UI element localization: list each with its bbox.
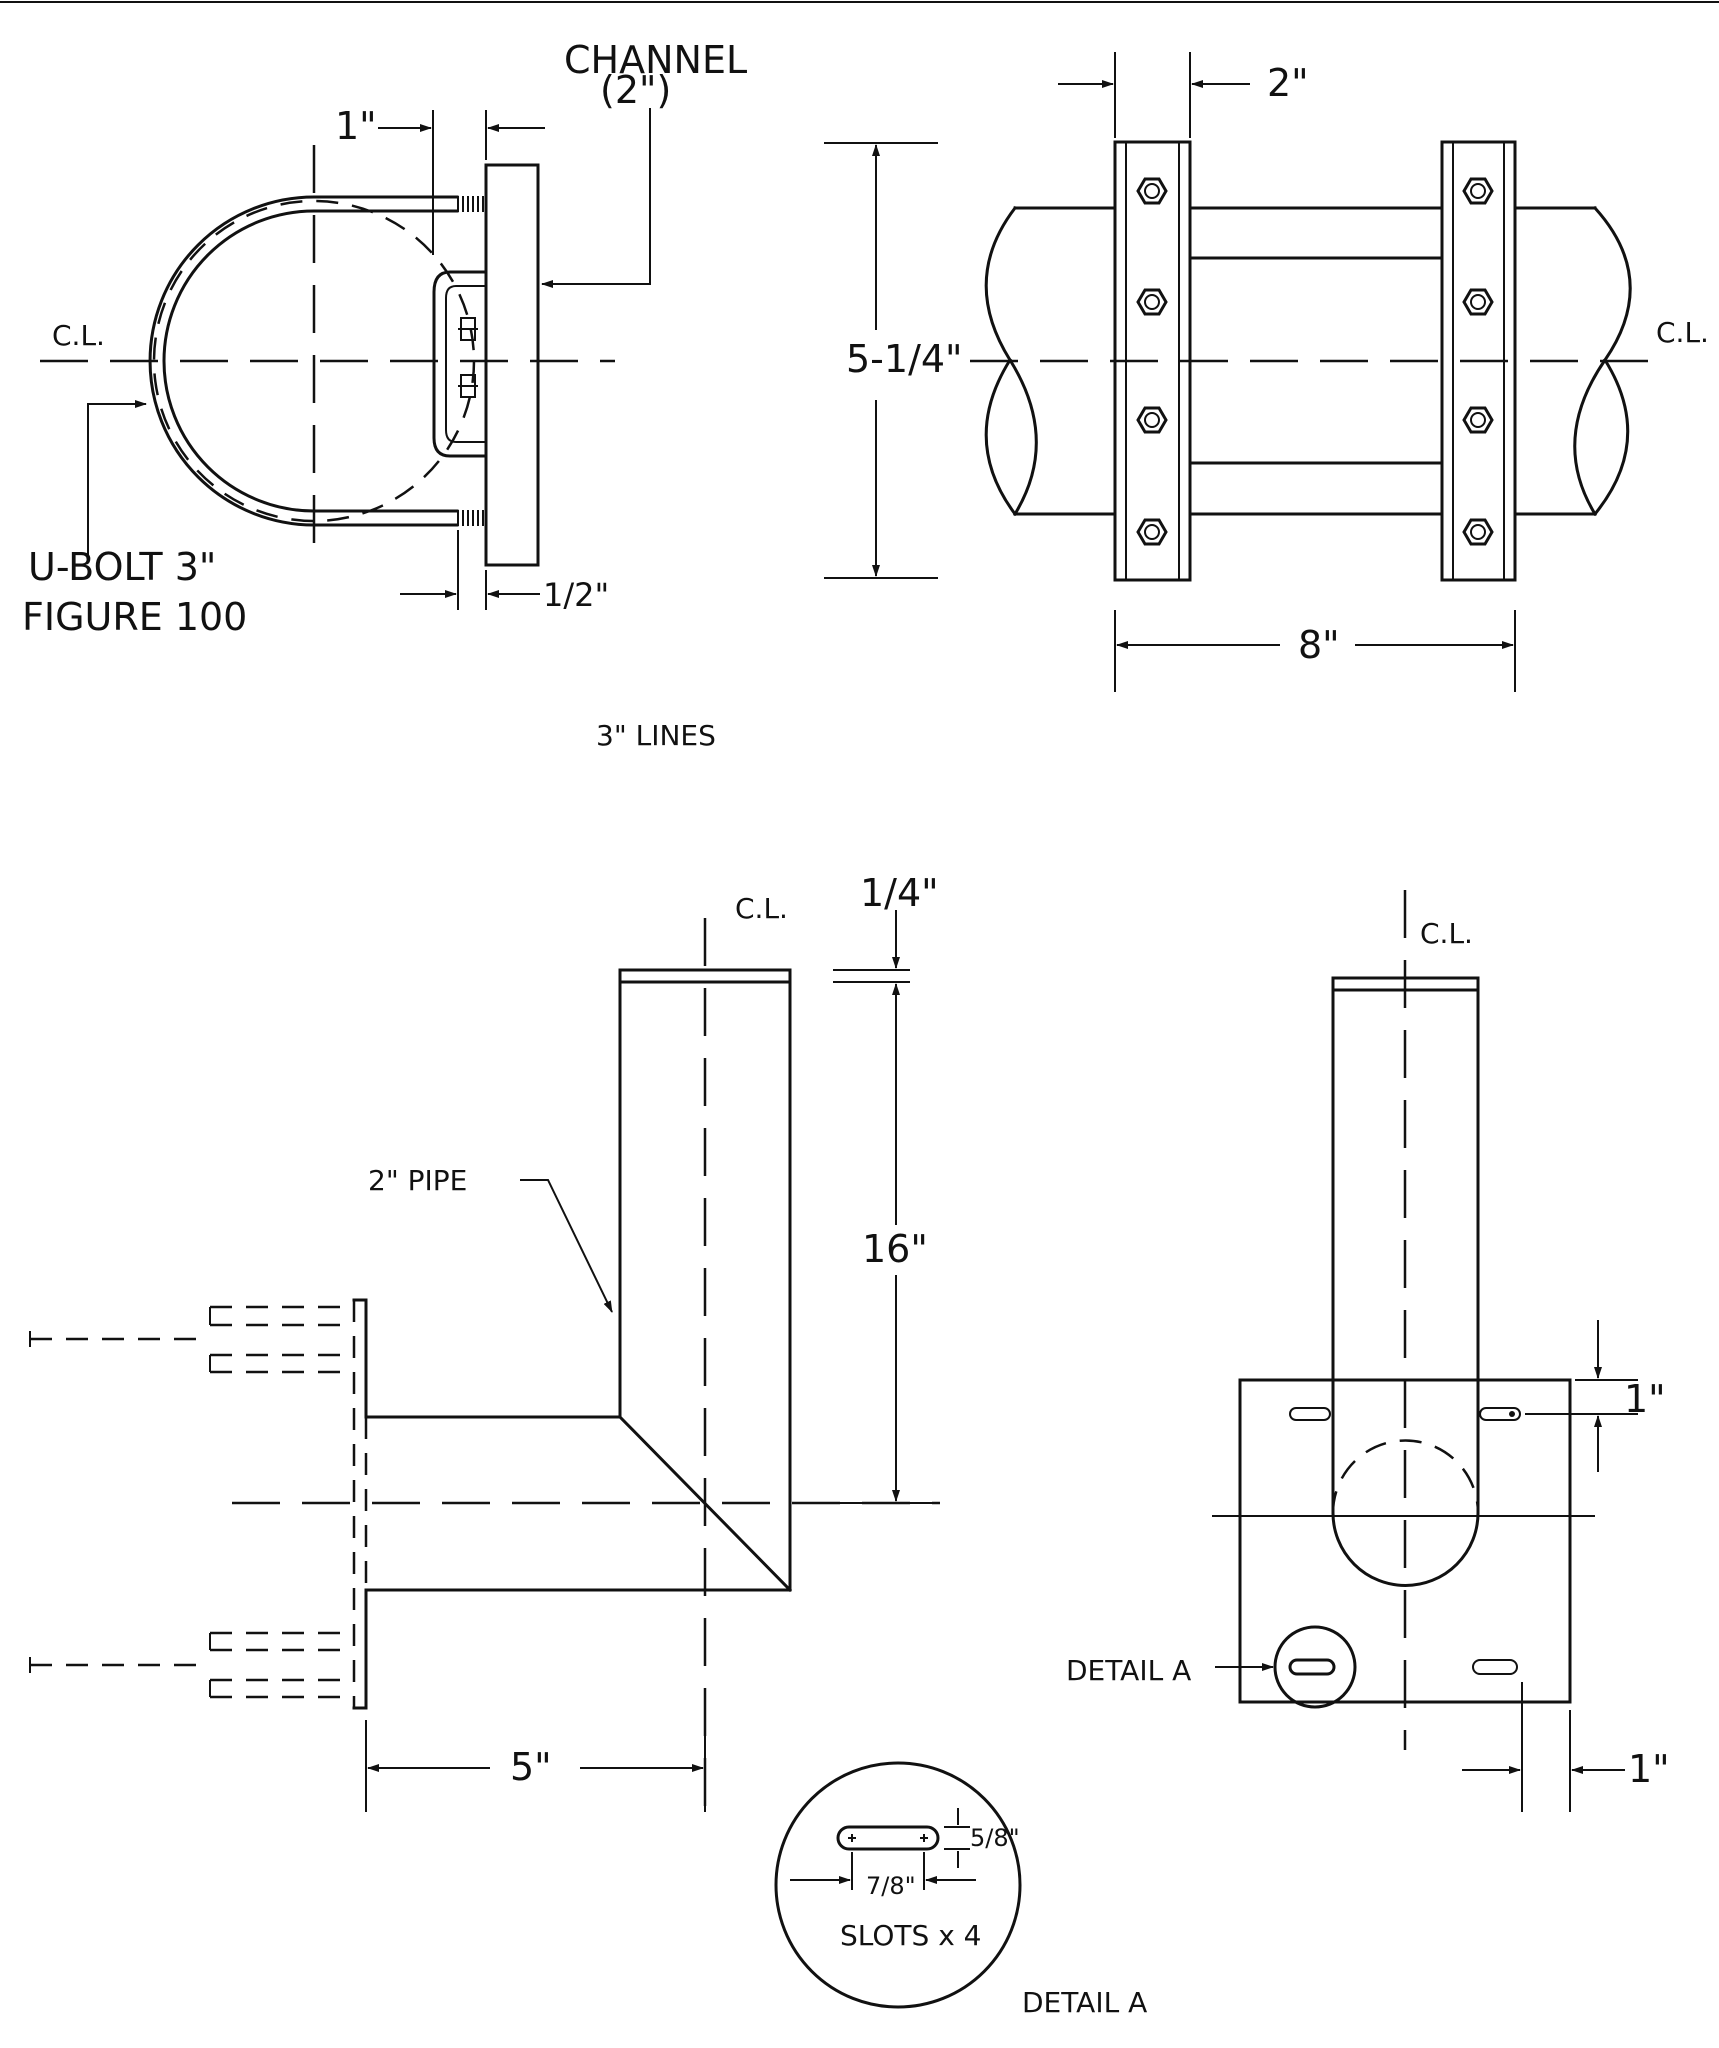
nuts-right — [1462, 177, 1494, 546]
slot-top-right — [1479, 1407, 1521, 1421]
dim-1in-bottom-label: 1" — [1628, 1747, 1670, 1791]
dim-8-label: 8" — [1298, 623, 1340, 667]
ubolt-leader — [87, 400, 147, 560]
channel-label: CHANNEL — [564, 38, 747, 82]
slot-top-left — [1289, 1407, 1331, 1421]
hidden-bolts-top — [29, 1305, 350, 1374]
detail-slot — [836, 1825, 940, 1851]
dim-7-8-label: 7/8" — [866, 1872, 916, 1900]
dim-5-8-label: 5/8" — [970, 1824, 1020, 1852]
bracket-front-view: C.L. DETAIL A 1" 1" — [1066, 890, 1670, 1812]
channel-leader — [541, 108, 651, 288]
dim-5-1-4-label: 5-1/4" — [846, 337, 963, 381]
detail-a-ref-label: DETAIL A — [1066, 1654, 1191, 1687]
ubolt-side-view: 1" 1/2" CHANNEL (2") C.L. U-BOLT 3" FIGU… — [22, 38, 747, 639]
slot-bottom-left — [1288, 1658, 1336, 1676]
hidden-bolts-bottom — [29, 1631, 350, 1699]
bracket-side-view: C.L. 2" PIPE — [29, 871, 940, 1812]
slots-label: SLOTS x 4 — [840, 1919, 981, 1952]
slot-bottom-right — [1472, 1659, 1518, 1675]
pipe-leader — [520, 1179, 613, 1313]
dim-2in-label: 2" — [1267, 61, 1309, 105]
detail-a-title: DETAIL A — [1022, 1986, 1147, 2019]
detail-a: 5/8" 7/8" SLOTS x 4 DETAIL A — [774, 1761, 1147, 2019]
cl-label-left: C.L. — [52, 319, 105, 352]
detail-a-circle — [774, 1761, 1022, 2009]
ubolt-outer — [148, 195, 459, 527]
channel-web — [484, 163, 540, 567]
pipe-label: 2" PIPE — [368, 1164, 467, 1197]
dim-half-label: 1/2" — [543, 576, 609, 614]
cl-label-bracket: C.L. — [735, 892, 788, 925]
front-pipe-bottom — [1331, 1511, 1480, 1587]
pipe-hidden-circle — [152, 199, 476, 523]
cl-label-front: C.L. — [1420, 917, 1473, 950]
dim-1in-label: 1" — [335, 104, 377, 148]
plan-view: C.L. 2" 5-1/4" 8" — [824, 52, 1709, 692]
cl-label-right: C.L. — [1656, 316, 1709, 349]
thread-top — [457, 196, 484, 212]
channel-lip-inner — [445, 285, 486, 443]
figure-label: FIGURE 100 — [22, 595, 247, 639]
dim-16-label: 16" — [862, 1227, 928, 1271]
dim-1in-right-label: 1" — [1624, 1377, 1666, 1421]
pipe-cap — [618, 968, 792, 984]
front-pipe-hidden-top — [1331, 1439, 1480, 1514]
channel-right — [1440, 140, 1517, 582]
channel-lip-outer — [432, 270, 488, 458]
dim-quarter-label: 1/4" — [860, 871, 939, 915]
dim-5-label: 5" — [510, 1745, 552, 1789]
nuts-left — [1136, 177, 1168, 546]
lines-title: 3" LINES — [596, 719, 716, 752]
ubolt-inner — [162, 209, 459, 513]
ubolt-label: U-BOLT 3" — [28, 545, 216, 589]
detail-a-callout-circle — [1273, 1625, 1357, 1709]
channel-size-label: (2") — [600, 68, 671, 112]
thread-bottom — [457, 510, 484, 526]
